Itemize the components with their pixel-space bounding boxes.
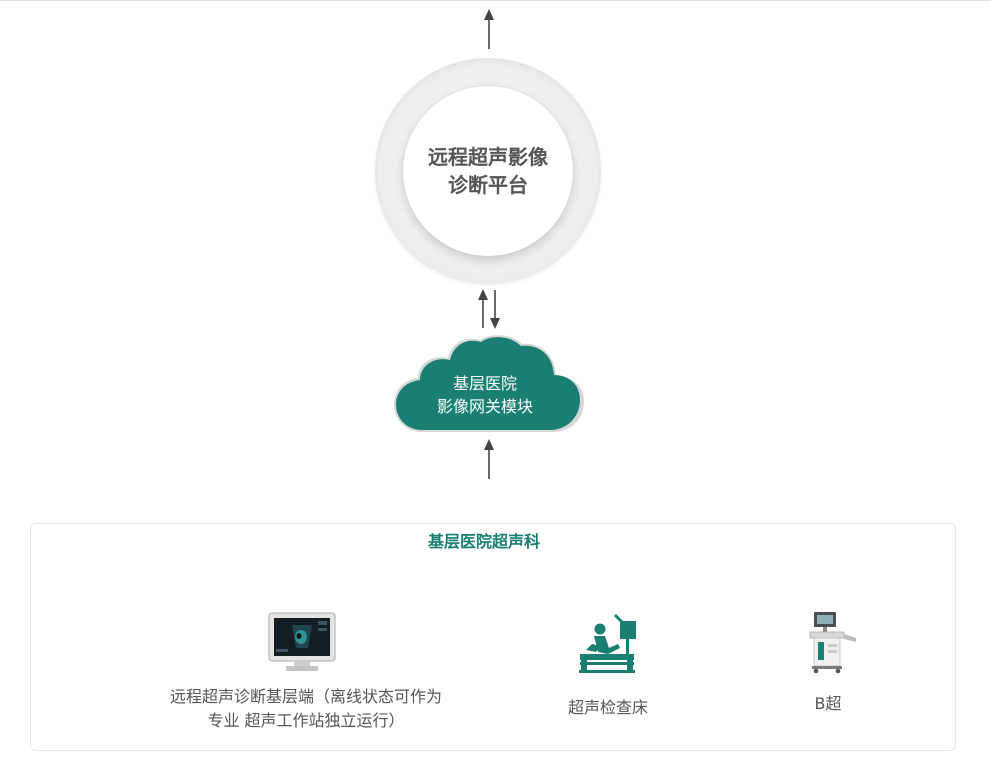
workstation-label-line2: 专业 超声工作站独立运行） bbox=[207, 711, 405, 730]
platform-title-line1: 远程超声影像 bbox=[428, 145, 548, 169]
gateway-label: 基层医院 影像网关模块 bbox=[410, 372, 560, 418]
b-ultrasound-label: B超 bbox=[814, 694, 842, 713]
workstation-label-line1: 远程超声诊断基层端（离线状态可作为 bbox=[169, 687, 442, 706]
gateway-label-line1: 基层医院 bbox=[452, 374, 517, 393]
department-panel bbox=[30, 523, 956, 751]
arrow-up-top-icon bbox=[484, 9, 494, 49]
device-label-b-ultrasound: B超 bbox=[778, 692, 878, 716]
gateway-cloud-icon bbox=[394, 335, 584, 432]
top-divider bbox=[0, 0, 991, 1]
monitor-icon bbox=[268, 612, 336, 671]
exam-bed-label: 超声检查床 bbox=[567, 698, 648, 717]
department-title: 基层医院超声科 bbox=[427, 532, 540, 551]
platform-node: 远程超声影像 诊断平台 bbox=[403, 86, 573, 256]
exam-bed-icon bbox=[579, 614, 636, 673]
device-label-workstation: 远程超声诊断基层端（离线状态可作为 专业 超声工作站独立运行） bbox=[138, 685, 474, 733]
arrow-up-bottom-icon bbox=[484, 439, 494, 479]
device-label-exam-bed: 超声检查床 bbox=[548, 696, 668, 720]
arrow-bidirectional-icon bbox=[478, 289, 500, 329]
platform-title-line2: 诊断平台 bbox=[448, 173, 528, 197]
gateway-label-line2: 影像网关模块 bbox=[436, 397, 533, 416]
b-ultrasound-machine-icon bbox=[809, 612, 856, 674]
